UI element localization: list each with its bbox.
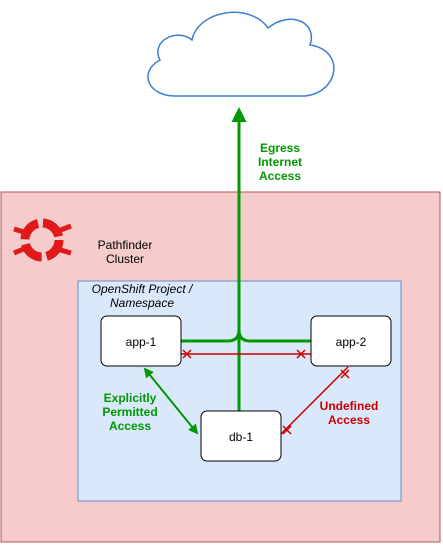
node-app2[interactable] bbox=[310, 315, 392, 367]
permitted-label-line2: Permitted bbox=[102, 405, 157, 419]
cluster-label-line1: Pathfinder bbox=[98, 238, 153, 252]
cross-mark-app2-diag bbox=[340, 369, 350, 379]
node-app1[interactable] bbox=[100, 315, 182, 367]
app1-db1-permitted-edge bbox=[143, 367, 199, 435]
cross-mark-app2 bbox=[296, 349, 306, 359]
undefined-label-line2: Access bbox=[328, 413, 370, 427]
internet-cloud bbox=[147, 11, 335, 97]
namespace-label-line1: OpenShift Project / bbox=[92, 282, 194, 296]
egress-label-line2: Internet bbox=[258, 155, 302, 169]
egress-label-line1: Egress bbox=[260, 141, 300, 155]
app2-db1-undefined-edge bbox=[280, 366, 349, 435]
cross-mark-db1-diag bbox=[282, 425, 292, 435]
node-db1-label: db-1 bbox=[229, 430, 253, 444]
node-app1-label: app-1 bbox=[126, 335, 157, 349]
node-db1[interactable] bbox=[200, 410, 282, 462]
namespace-label-line2: Namespace bbox=[110, 296, 174, 310]
openshift-logo bbox=[13, 218, 72, 262]
egress-label-line3: Access bbox=[259, 169, 301, 183]
node-app2-label: app-2 bbox=[336, 335, 367, 349]
cross-mark-app1 bbox=[182, 349, 192, 359]
permitted-label-line1: Explicitly bbox=[104, 391, 157, 405]
undefined-label-line1: Undefined bbox=[320, 399, 379, 413]
permitted-label-line3: Access bbox=[109, 419, 151, 433]
cluster-label-line2: Cluster bbox=[106, 252, 144, 266]
